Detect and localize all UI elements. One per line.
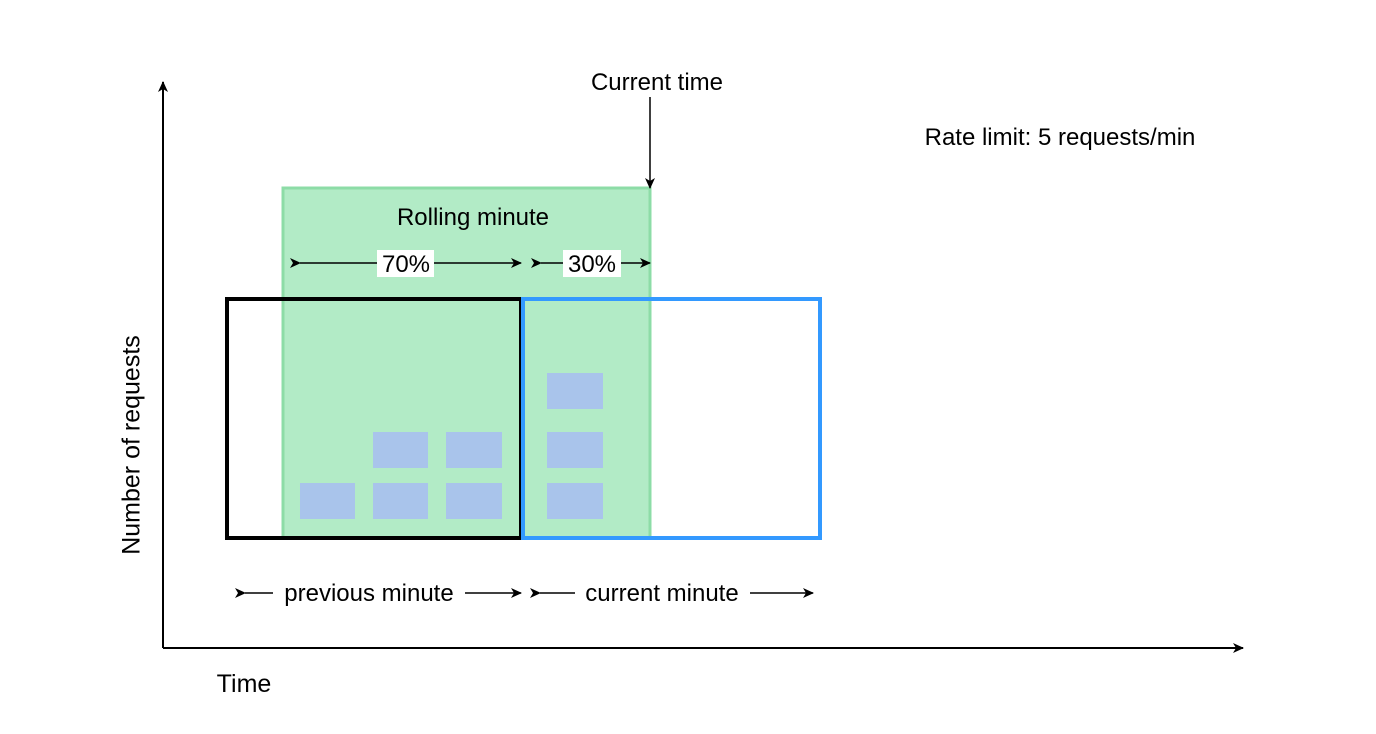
- request-block: [446, 483, 502, 519]
- previous-minute-requests: [300, 432, 502, 519]
- request-block: [547, 373, 603, 409]
- request-block: [373, 483, 428, 519]
- previous-minute-label: previous minute: [284, 580, 453, 607]
- current-minute-label: current minute: [585, 580, 738, 607]
- pct-previous-label-bg: [377, 250, 434, 277]
- rolling-minute-label: Rolling minute: [397, 204, 549, 231]
- request-block: [373, 432, 428, 468]
- current-minute-label-bg: [575, 579, 750, 607]
- request-block: [300, 483, 355, 519]
- pct-previous-label: 70%: [382, 251, 430, 278]
- pct-current-label-bg: [563, 250, 621, 277]
- request-block: [446, 432, 502, 468]
- request-block: [547, 432, 603, 468]
- current-time-label: Current time: [591, 69, 723, 96]
- x-axis-label: Time: [217, 670, 272, 698]
- current-minute-requests: [547, 373, 603, 519]
- request-block: [547, 483, 603, 519]
- pct-current-label: 30%: [568, 251, 616, 278]
- current-minute-window: [521, 297, 822, 540]
- rate-limit-label: Rate limit: 5 requests/min: [925, 124, 1196, 151]
- previous-minute-label-bg: [273, 579, 465, 607]
- y-axis-label: Number of requests: [118, 335, 146, 555]
- rolling-minute-window: [281, 186, 652, 540]
